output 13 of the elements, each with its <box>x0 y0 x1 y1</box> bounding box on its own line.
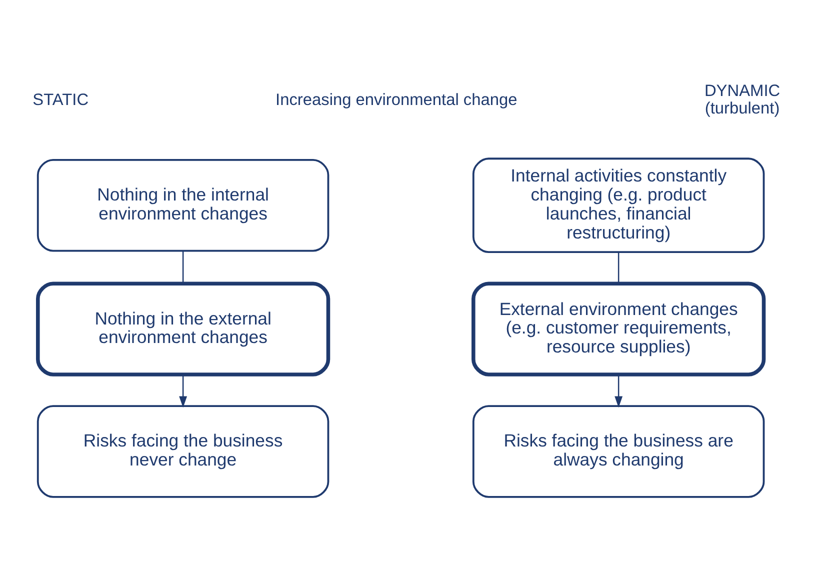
connector <box>618 252 620 283</box>
node-box: Internal activities constantly changing (e.g. product launches, financial restructuring) <box>472 157 765 252</box>
node-box: Risks facing the business are always changing <box>472 404 765 498</box>
label: STATIC <box>32 90 89 108</box>
node-box: Risks facing the business never change <box>36 404 330 498</box>
label: DYNAMIC (turbulent) <box>704 82 780 118</box>
node-box: Nothing in the external environment changes <box>36 281 330 376</box>
node-box: Nothing in the internal environment changes <box>36 158 330 252</box>
arrow <box>179 374 188 408</box>
node-box: External environment changes (e.g. customer requirements, resource supplies) <box>472 281 766 376</box>
connector <box>182 250 184 283</box>
label: Increasing environmental change <box>276 90 518 108</box>
arrow <box>614 374 623 408</box>
